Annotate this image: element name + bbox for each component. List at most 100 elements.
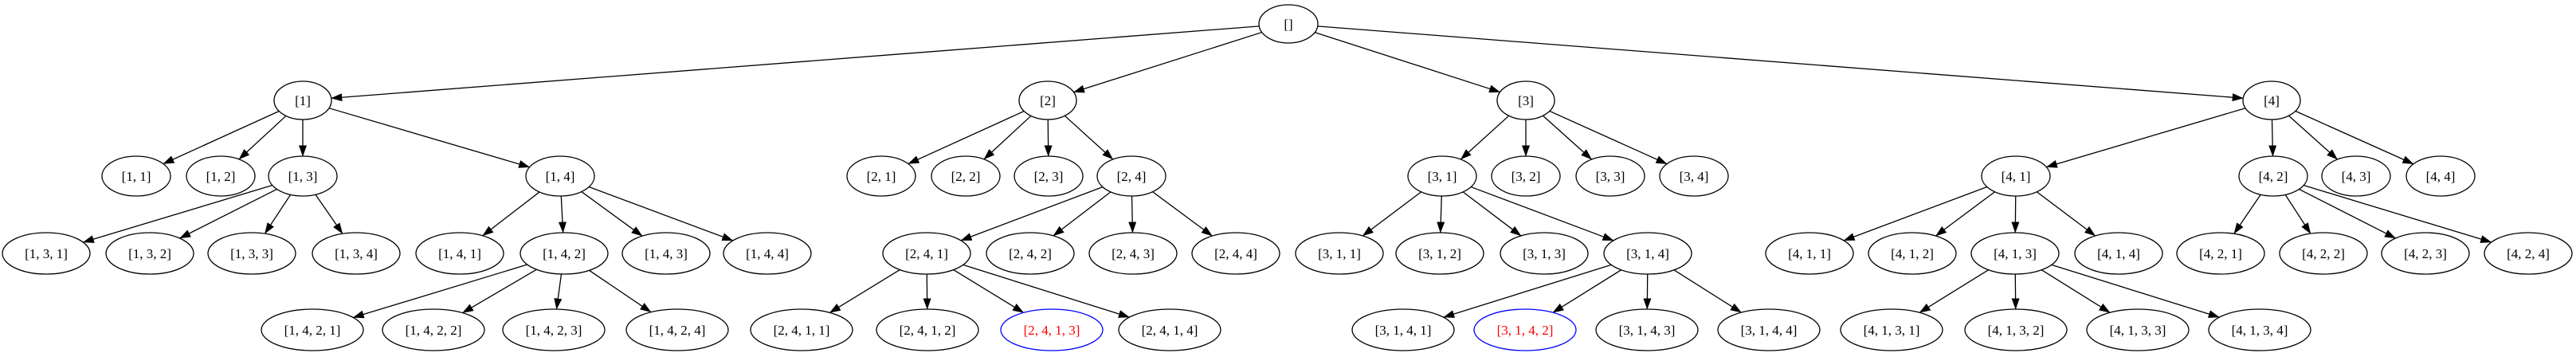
node-label: [2, 4, 1] xyxy=(905,246,948,261)
tree-node: [1] xyxy=(273,80,332,120)
node-label: [4, 2, 1] xyxy=(2199,246,2242,261)
node-label: [3, 2] xyxy=(1511,169,1541,184)
node-ellipse xyxy=(2279,232,2368,275)
tree-node: [4, 4] xyxy=(2405,155,2476,197)
tree-node: [1, 1] xyxy=(101,155,171,197)
tree-node: [1, 4, 2, 2] xyxy=(382,308,485,351)
node-ellipse xyxy=(1981,155,2051,197)
tree-edge xyxy=(2288,115,2339,160)
node-label: [1, 3, 3] xyxy=(230,246,273,261)
node-label: [1, 4, 1] xyxy=(438,246,481,261)
node-label: [1, 4, 2, 3] xyxy=(526,323,582,338)
node-ellipse xyxy=(1258,4,1319,44)
tree-edge xyxy=(953,269,1025,313)
tree-node: [2, 4, 2] xyxy=(986,232,1075,275)
node-ellipse xyxy=(2484,232,2573,275)
node-label: [1, 4, 2, 2] xyxy=(406,323,462,338)
tree-node: [1, 4, 2, 3] xyxy=(502,308,606,351)
node-label: [3, 1, 4, 3] xyxy=(1619,323,1676,338)
node-ellipse xyxy=(261,308,364,351)
tree-edge xyxy=(238,115,287,160)
node-ellipse xyxy=(1970,232,2060,275)
node-ellipse xyxy=(273,80,332,120)
tree-node: [3, 2] xyxy=(1491,155,1561,197)
tree-edge xyxy=(963,264,1130,318)
tree-node: [3, 3] xyxy=(1575,155,1645,197)
tree-node: [2] xyxy=(1018,80,1077,120)
node-label: [2, 2] xyxy=(951,169,981,184)
node-label: [2, 4, 1, 3] xyxy=(1024,323,1080,338)
node-label: [1] xyxy=(295,93,311,108)
tree-edge xyxy=(2268,119,2277,157)
node-label: [4] xyxy=(2264,93,2280,108)
tree-node-highlighted: [2, 4, 1, 3] xyxy=(1000,308,1104,351)
node-label: [3, 3] xyxy=(1596,169,1625,184)
tree-edge xyxy=(352,264,527,319)
tree-node: [3, 1, 4, 4] xyxy=(1717,308,1821,351)
node-ellipse xyxy=(1717,308,1821,351)
tree-edge xyxy=(2284,194,2311,234)
node-label: [4, 3] xyxy=(2342,169,2371,184)
node-label: [1, 4, 3] xyxy=(645,246,688,261)
tree-edge xyxy=(462,269,537,314)
node-ellipse xyxy=(1868,232,1957,275)
node-label: [2, 3] xyxy=(1034,169,1064,184)
tree-node: [4, 1, 4] xyxy=(2074,232,2163,275)
tree-edge xyxy=(1919,269,1989,313)
tree-node: [2, 4] xyxy=(1096,155,1166,197)
node-label: [1, 3, 2] xyxy=(128,246,171,261)
tree-node: [1, 3, 1] xyxy=(2,232,91,275)
tree-edge xyxy=(581,191,643,237)
node-label: [] xyxy=(1284,17,1292,32)
node-label: [1, 4] xyxy=(546,169,575,184)
tree-edge xyxy=(2295,110,2414,165)
tree-nodes: [][1][2][3][4][1, 1][1, 2][1, 3][1, 4][2… xyxy=(2,4,2573,351)
tree-edge xyxy=(829,269,900,313)
node-ellipse xyxy=(1491,155,1561,197)
tree-node: [4, 2, 2] xyxy=(2279,232,2368,275)
node-ellipse xyxy=(1473,308,1577,351)
node-ellipse xyxy=(750,308,853,351)
node-label: [2, 4, 1, 2] xyxy=(900,323,956,338)
node-label: [4, 2, 2] xyxy=(2302,246,2345,261)
node-label: [3, 1, 3] xyxy=(1523,246,1566,261)
tree-edge xyxy=(2036,191,2096,237)
node-ellipse xyxy=(1496,80,1555,120)
node-ellipse xyxy=(2238,155,2308,197)
node-ellipse xyxy=(382,308,485,351)
node-label: [4, 1, 3] xyxy=(1994,246,2037,261)
node-label: [3, 1, 4, 1] xyxy=(1375,323,1432,338)
node-ellipse xyxy=(2381,232,2470,275)
tree-node: [3] xyxy=(1496,80,1555,120)
tree-node: [4, 2, 1] xyxy=(2176,232,2265,275)
tree-node: [3, 1, 4] xyxy=(1603,232,1692,275)
node-ellipse xyxy=(525,155,595,197)
node-ellipse xyxy=(1351,308,1455,351)
node-ellipse xyxy=(2,232,91,275)
tree-node: [4, 2] xyxy=(2238,155,2308,197)
tree-node: [3, 4] xyxy=(1659,155,1729,197)
tree-node: [4, 1, 3, 1] xyxy=(1840,308,1943,351)
tree-node: [2, 4, 3] xyxy=(1088,232,1178,275)
tree-node-highlighted: [3, 1, 4, 2] xyxy=(1473,308,1577,351)
tree-edge xyxy=(82,184,273,243)
node-ellipse xyxy=(1088,232,1178,275)
tree-node: [3, 1, 1] xyxy=(1295,232,1384,275)
node-label: [4, 2, 4] xyxy=(2507,246,2550,261)
node-label: [4, 1, 4] xyxy=(2097,246,2140,261)
node-ellipse xyxy=(621,232,711,275)
node-ellipse xyxy=(1500,232,1589,275)
node-ellipse xyxy=(105,232,194,275)
node-ellipse xyxy=(1575,155,1645,197)
node-ellipse xyxy=(2176,232,2265,275)
node-ellipse xyxy=(1595,308,1699,351)
node-ellipse xyxy=(1395,232,1484,275)
node-ellipse xyxy=(986,232,1075,275)
node-label: [3, 1, 1] xyxy=(1318,246,1361,261)
tree-edge xyxy=(589,269,652,313)
node-label: [3, 1, 4] xyxy=(1626,246,1669,261)
node-ellipse xyxy=(1964,308,2068,351)
tree-edge xyxy=(2299,188,2396,239)
